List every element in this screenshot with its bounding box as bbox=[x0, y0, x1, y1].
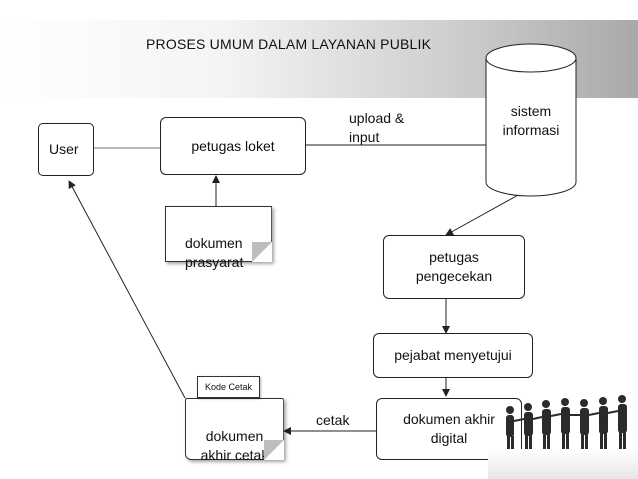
petugas-pengecekan-label: petugas pengecekan bbox=[415, 249, 493, 284]
kode-cetak-label: Kode Cetak bbox=[204, 382, 253, 392]
pejabat-menyetujui-box: pejabat menyetujui bbox=[373, 333, 533, 378]
user-box: User bbox=[38, 123, 94, 176]
page-title: PROSES UMUM DALAM LAYANAN PUBLIK bbox=[146, 36, 432, 52]
kode-cetak-tag: Kode Cetak bbox=[197, 376, 260, 398]
business-people-image bbox=[488, 395, 638, 479]
dokumen-akhir-cetak-doc: dokumen akhir cetak bbox=[185, 398, 284, 463]
petugas-pengecekan-box: petugas pengecekan bbox=[383, 235, 525, 299]
dokumen-akhir-digital-label: dokumen akhir digital bbox=[403, 411, 495, 446]
arrow-cetak-user bbox=[68, 180, 186, 399]
dokumen-prasyarat-label: dokumen prasyarat bbox=[185, 235, 244, 270]
petugas-loket-label: petugas loket bbox=[191, 137, 275, 154]
pejabat-menyetujui-label: pejabat menyetujui bbox=[394, 347, 512, 363]
database-cylinder bbox=[485, 43, 577, 197]
petugas-loket-box: petugas loket bbox=[160, 117, 306, 175]
dokumen-prasyarat-doc: dokumen prasyarat bbox=[165, 206, 272, 270]
arrow-sistem-pengecekan bbox=[445, 193, 521, 236]
sistem-informasi-label: sistem informasi bbox=[502, 103, 560, 138]
user-label: User bbox=[49, 141, 79, 157]
upload-input-label: upload & input bbox=[349, 110, 405, 145]
cetak-label: cetak bbox=[316, 412, 350, 428]
dokumen-akhir-cetak-label: dokumen akhir cetak bbox=[200, 428, 269, 463]
